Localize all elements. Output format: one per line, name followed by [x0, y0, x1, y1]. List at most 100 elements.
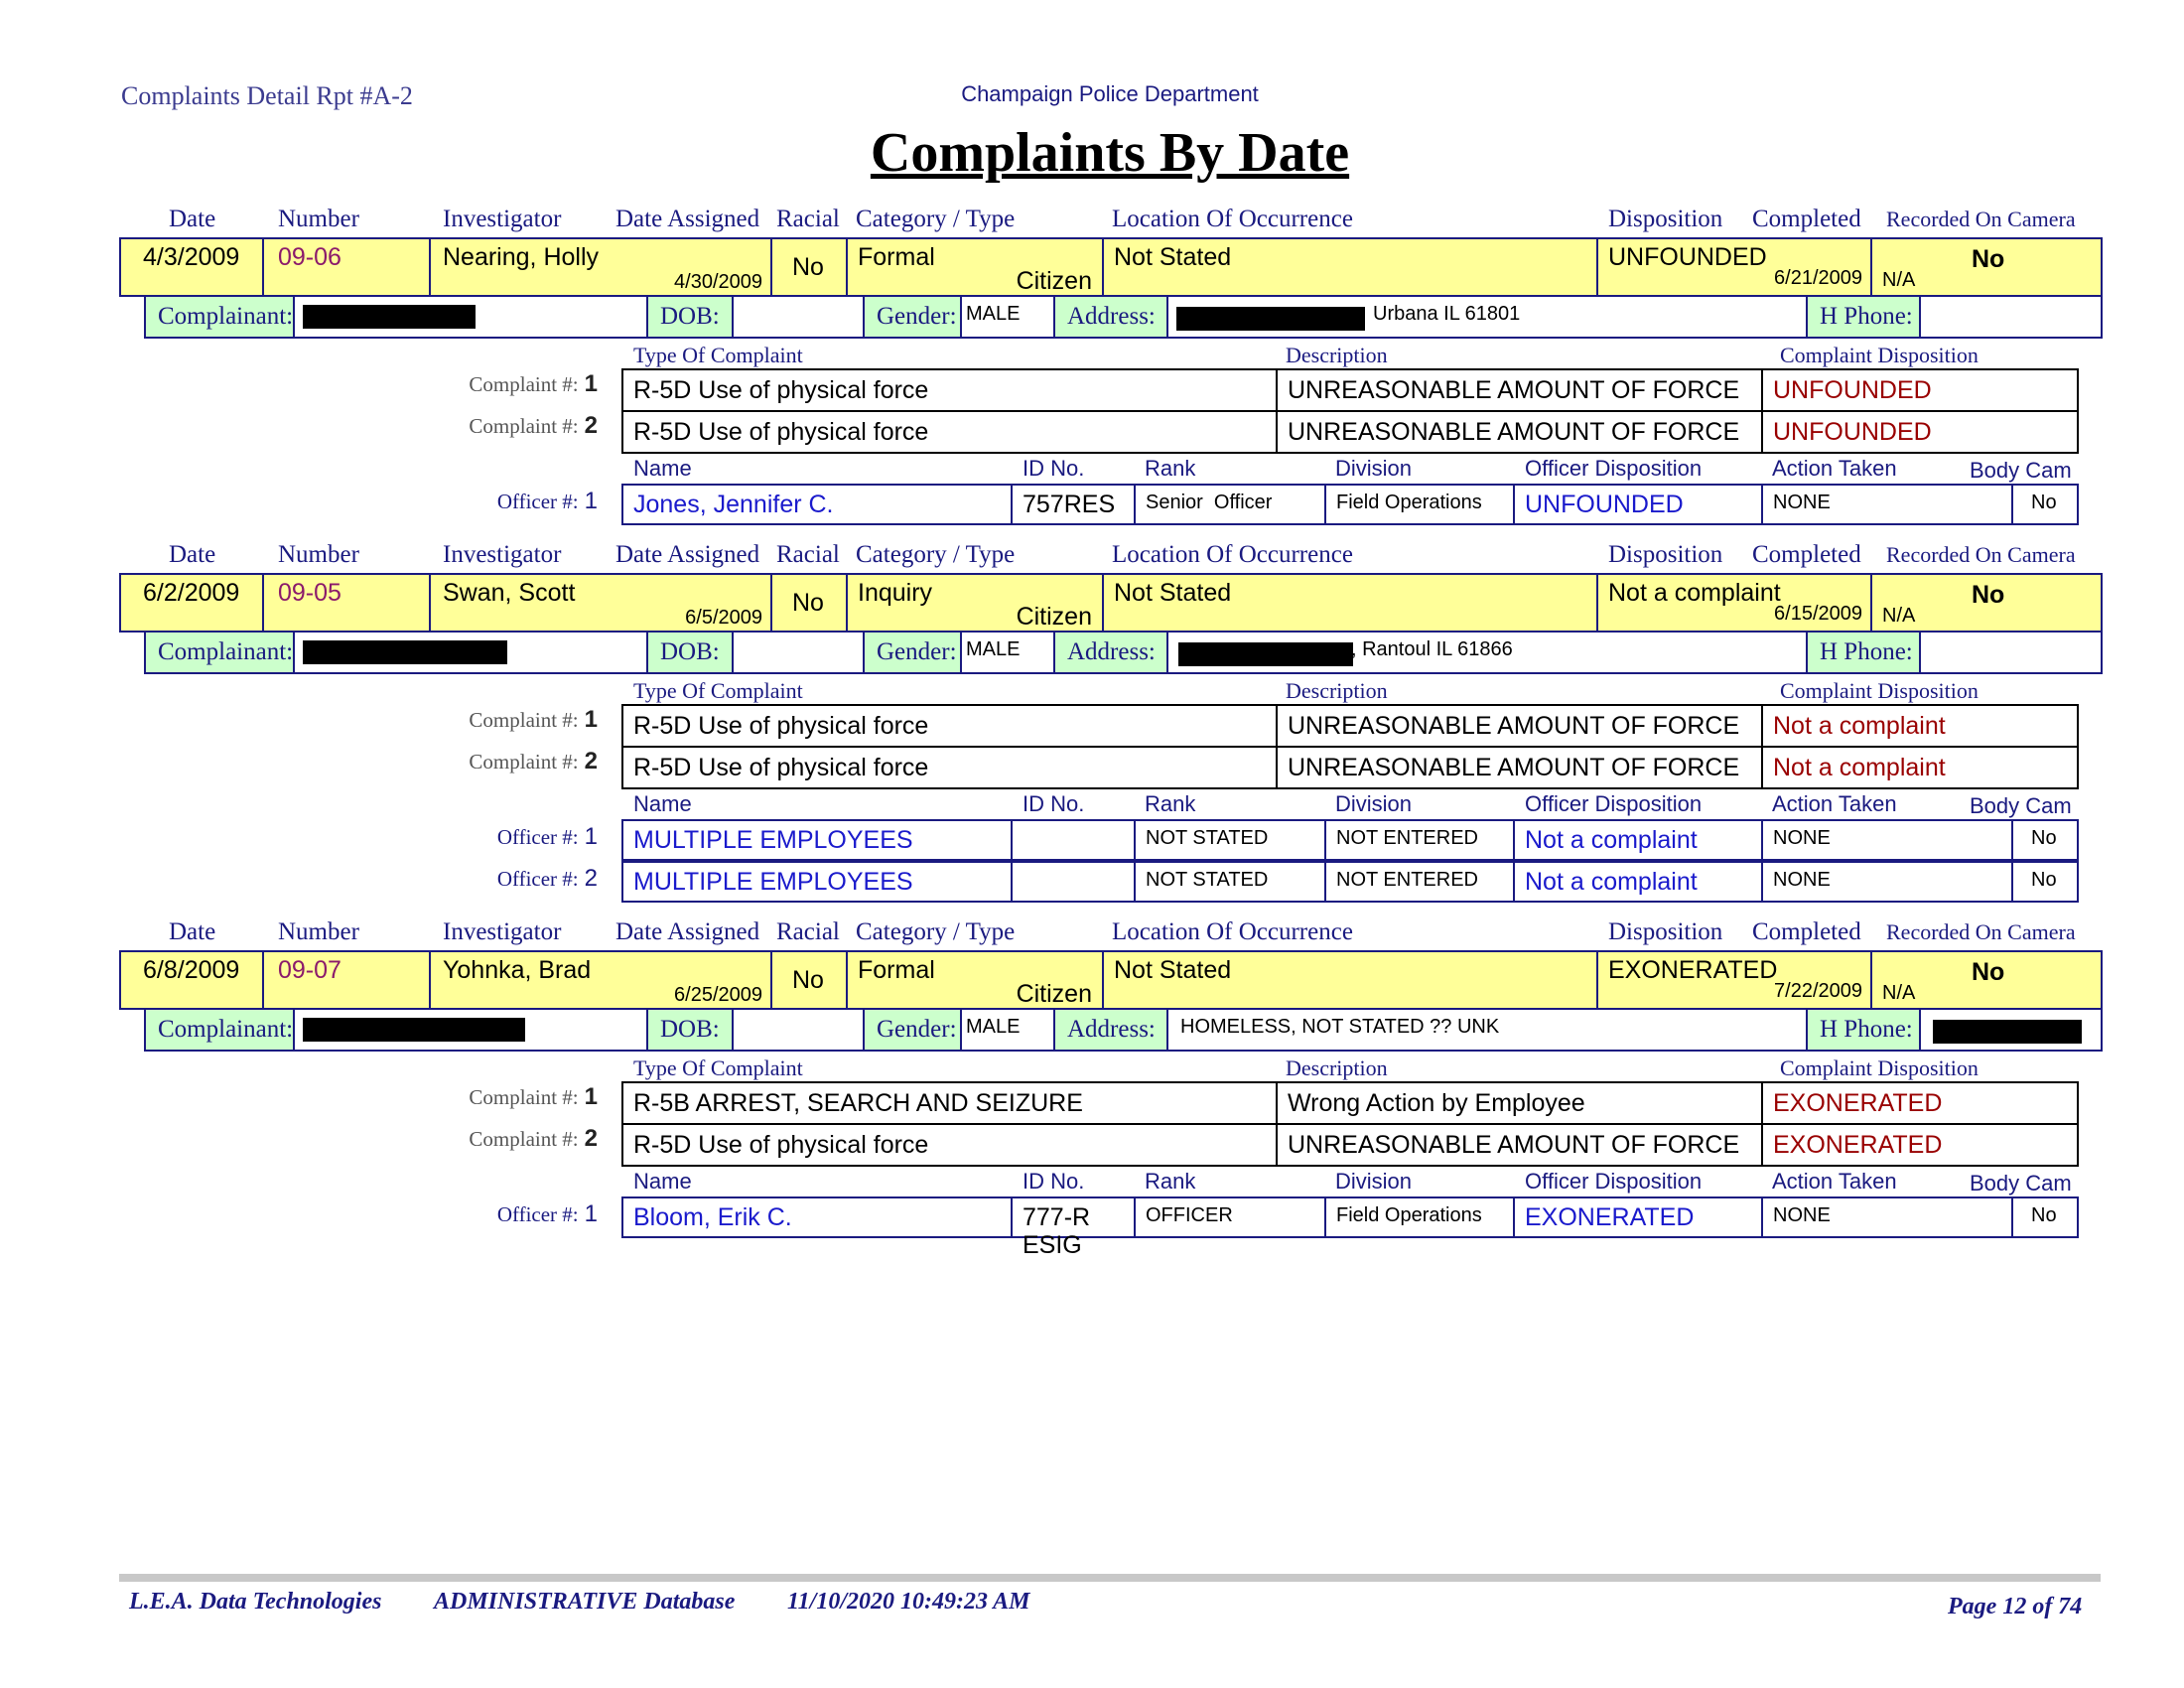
header-officer-disposition: Officer Disposition — [1525, 456, 1703, 481]
header-date: Date — [169, 206, 216, 232]
complainant-cell — [293, 1008, 648, 1052]
complaint-type-cell: R-5D Use of physical force — [621, 746, 1278, 789]
completed-date: 6/15/2009 — [1774, 603, 1862, 625]
officer-number-label: Officer #:1 — [417, 488, 598, 515]
officer-index: 1 — [584, 1200, 598, 1227]
header-location: Location Of Occurrence — [1112, 541, 1353, 568]
complaint-description-value: Wrong Action by Employee — [1288, 1089, 1585, 1117]
redaction-bar — [303, 305, 476, 329]
officer-action: NONE — [1773, 827, 1831, 849]
officer-action-cell: NONE — [1761, 861, 2013, 903]
header-officer-disposition: Officer Disposition — [1525, 1169, 1703, 1194]
dob-cell — [732, 631, 865, 674]
complaint-num-text: Complaint #: — [469, 708, 579, 732]
officer-body-cam: No — [2031, 869, 2057, 891]
complaint-type-value: R-5D Use of physical force — [633, 1131, 929, 1159]
header-investigator: Investigator — [443, 541, 562, 568]
date-assigned: 6/5/2009 — [685, 607, 762, 629]
complaint-description-value: UNREASONABLE AMOUNT OF FORCE — [1288, 712, 1740, 740]
officer-disposition: Not a complaint — [1525, 868, 1698, 896]
racial-cell: No — [770, 950, 848, 1010]
type-value: Citizen — [1016, 267, 1092, 295]
officer-rank: OFFICER — [1146, 1204, 1233, 1226]
number-cell: 09-06 — [262, 237, 431, 297]
complaint-description-value: UNREASONABLE AMOUNT OF FORCE — [1288, 1131, 1740, 1159]
footer-divider — [119, 1574, 2101, 1582]
gender-cell: MALE — [960, 295, 1055, 339]
complainant-label: Complainant: — [144, 295, 295, 339]
header-recorded-on-camera: Recorded On Camera — [1886, 207, 2076, 231]
header-location: Location Of Occurrence — [1112, 206, 1353, 232]
racial-value: No — [792, 966, 824, 994]
header-name: Name — [633, 1169, 692, 1194]
complaint-disposition-value: Not a complaint — [1773, 754, 1946, 781]
complaint-record: Date Number Investigator Date Assigned R… — [0, 539, 2184, 907]
number-cell: 09-05 — [262, 573, 431, 633]
header-disposition: Disposition — [1608, 918, 1723, 945]
address-cell: HOMELESS, NOT STATED ?? UNK — [1166, 1008, 1808, 1052]
camera-na: N/A — [1882, 982, 1916, 1004]
address-label: Address: — [1053, 631, 1168, 674]
h-phone-cell — [1919, 295, 2103, 339]
complaint-index: 2 — [584, 412, 598, 439]
header-name: Name — [633, 456, 692, 481]
complaint-number-label: Complaint #:2 — [417, 748, 598, 775]
officer-id: 777-RESIG — [1023, 1203, 1091, 1259]
complaint-number-label: Complaint #:1 — [417, 370, 598, 398]
officer-num-text: Officer #: — [496, 825, 579, 849]
complaint-number: 09-07 — [278, 956, 341, 984]
complaint-disposition-value: UNFOUNDED — [1773, 418, 1932, 446]
redaction-bar — [303, 1018, 525, 1042]
gender-cell: MALE — [960, 1008, 1055, 1052]
officer-division: Field Operations — [1336, 1204, 1482, 1226]
header-date-assigned: Date Assigned — [615, 541, 760, 568]
header-division: Division — [1335, 1169, 1413, 1194]
officer-body-cam-cell: No — [2011, 1196, 2079, 1238]
officer-body-cam-cell: No — [2011, 819, 2079, 861]
header-id-no: ID No. — [1023, 456, 1085, 481]
camera-cell: N/A No — [1870, 237, 2103, 297]
complaint-disposition-value: UNFOUNDED — [1773, 376, 1932, 404]
complaint-disposition-cell: UNFOUNDED — [1761, 410, 2079, 454]
disposition-value: UNFOUNDED — [1608, 243, 1767, 271]
header-racial: Racial — [776, 918, 840, 945]
camera-na: N/A — [1882, 269, 1916, 291]
h-phone-label: H Phone: — [1806, 631, 1921, 674]
header-date: Date — [169, 918, 216, 945]
dob-cell — [732, 295, 865, 339]
complaint-description-value: UNREASONABLE AMOUNT OF FORCE — [1288, 754, 1740, 781]
complaint-disposition-value: EXONERATED — [1773, 1089, 1943, 1117]
officer-num-text: Officer #: — [496, 867, 579, 891]
complaint-number-label: Complaint #:2 — [417, 1125, 598, 1153]
dob-label: DOB: — [646, 1008, 734, 1052]
gender-cell: MALE — [960, 631, 1055, 674]
officer-id-cell — [1011, 861, 1136, 903]
officer-name-cell: Jones, Jennifer C. — [621, 484, 1013, 525]
complaint-type-cell: R-5D Use of physical force — [621, 704, 1278, 748]
header-racial: Racial — [776, 206, 840, 232]
header-rank: Rank — [1145, 791, 1196, 816]
h-phone-cell — [1919, 1008, 2103, 1052]
address-label: Address: — [1053, 1008, 1168, 1052]
header-number: Number — [278, 541, 359, 568]
complaint-number: 09-06 — [278, 243, 341, 271]
date-cell: 6/8/2009 — [119, 950, 264, 1010]
officer-action: NONE — [1773, 1204, 1831, 1226]
address-cell: Urbana IL 61801 — [1166, 295, 1808, 339]
location-value: Not Stated — [1114, 956, 1232, 984]
gender-label: Gender: — [863, 1008, 962, 1052]
officer-disposition-cell: EXONERATED — [1513, 1196, 1763, 1238]
complaint-disposition-value: EXONERATED — [1773, 1131, 1943, 1159]
racial-cell: No — [770, 237, 848, 297]
header-investigator: Investigator — [443, 206, 562, 232]
header-division: Division — [1335, 456, 1413, 481]
header-category-type: Category / Type — [856, 206, 1016, 232]
racial-value: No — [792, 253, 824, 281]
complaint-date: 6/8/2009 — [143, 956, 240, 984]
header-action-taken: Action Taken — [1772, 456, 1897, 481]
header-division: Division — [1335, 791, 1413, 816]
officer-disposition-cell: UNFOUNDED — [1513, 484, 1763, 525]
officer-rank-cell: NOT STATED — [1134, 861, 1326, 903]
header-id-no: ID No. — [1023, 791, 1085, 816]
footer-database: ADMINISTRATIVE Database — [434, 1589, 736, 1615]
